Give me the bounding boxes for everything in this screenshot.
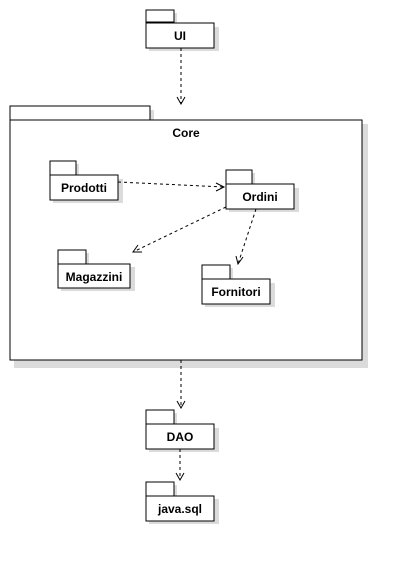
package-java-sql-label: java.sql xyxy=(157,502,202,516)
dependency-ordini-fornitori xyxy=(235,208,257,266)
dependency-prodotti-ordini xyxy=(117,181,226,192)
package-ui-label: UI xyxy=(174,29,186,43)
package-ordini[interactable]: Ordini xyxy=(225,169,299,212)
dependency-ordini-magazzini xyxy=(132,206,227,253)
package-magazzini-label: Magazzini xyxy=(66,270,123,284)
package-fornitori-label: Fornitori xyxy=(211,285,260,299)
package-dao-label: DAO xyxy=(167,430,194,444)
package-ordini-label: Ordini xyxy=(242,190,277,204)
dependency-ui-core xyxy=(176,48,186,106)
package-magazzini[interactable]: Magazzini xyxy=(57,249,135,291)
package-java-sql[interactable]: java.sql xyxy=(145,481,219,524)
dependency-core-dao xyxy=(176,360,186,410)
package-core-label: Core xyxy=(172,126,200,140)
package-dao[interactable]: DAO xyxy=(145,409,219,452)
dependency-dao-java-sql xyxy=(175,449,185,482)
package-core[interactable]: Core xyxy=(9,105,368,368)
package-fornitori[interactable]: Fornitori xyxy=(201,264,275,307)
package-ui[interactable]: UI xyxy=(145,9,219,51)
package-prodotti[interactable]: Prodotti xyxy=(49,160,123,203)
package-prodotti-label: Prodotti xyxy=(61,181,107,195)
